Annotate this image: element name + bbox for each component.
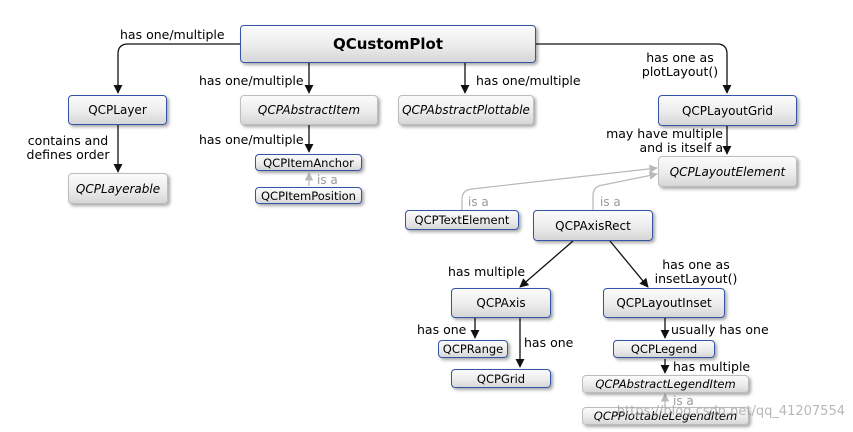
label-has-multiple-legend: has multiple [673, 359, 751, 374]
node-qcplayer: QCPLayer [68, 95, 167, 125]
label-is-a-textelement: is a [468, 195, 489, 209]
node-qcpabstractitem: QCPAbstractItem [240, 95, 378, 125]
label-line: defines order [26, 147, 110, 162]
label-line: plotLayout() [641, 64, 719, 79]
label-has-one-range: has one [417, 322, 467, 337]
label-has-one-multiple-anchor: has one/multiple [199, 132, 304, 147]
edge-axisrect-layoutelement [592, 171, 658, 210]
edge-axisrect-axis [519, 240, 574, 288]
label-line: contains and [27, 133, 109, 148]
watermark: https://blog.csdn.net/qq_41207554 [616, 404, 845, 419]
label-may-have-multiple: may have multiple and is itself a [596, 127, 723, 155]
node-qcplegend: QCPLegend [613, 340, 715, 358]
label-line: and is itself a [639, 140, 723, 155]
edge-customplot-layer [113, 43, 240, 94]
node-qcprange: QCPRange [438, 340, 508, 358]
node-qcplayerable: QCPLayerable [68, 173, 168, 204]
edge-axisrect-layoutinset [609, 240, 649, 288]
node-qcpabstractplottable: QCPAbstractPlottable [398, 95, 534, 125]
label-line: may have multiple [606, 126, 723, 141]
node-qcustomplot: QCustomPlot [240, 25, 536, 63]
node-qcpaxis: QCPAxis [451, 288, 551, 318]
node-qcpabstractlegenditem: QCPAbstractLegendItem [582, 375, 749, 393]
label-has-one-as-plotlayout: has one as plotLayout() [640, 51, 720, 79]
label-is-a-legenditem: is a [673, 394, 694, 408]
label-has-multiple-axis: has multiple [448, 264, 526, 279]
label-is-a-itemposition: is a [317, 173, 338, 187]
node-qcpaxisrect: QCPAxisRect [533, 210, 653, 241]
label-line: insetLayout() [654, 271, 738, 286]
label-has-one-as-insetlayout: has one as insetLayout() [652, 258, 740, 286]
edge-customplot-layoutgrid [535, 43, 732, 94]
node-qcpgrid: QCPGrid [451, 369, 551, 388]
label-has-one-grid: has one [524, 335, 574, 350]
label-contains-defines-order: contains and defines order [24, 134, 112, 162]
node-qcpplottablelegenditem: QCPPlottableLegendItem [582, 407, 749, 425]
node-qcptextelement: QCPTextElement [405, 210, 519, 230]
label-line: has one as [662, 257, 730, 272]
edge-textelement-layoutelement [461, 164, 658, 210]
label-has-one-multiple-layer: has one/multiple [120, 27, 225, 42]
node-qcplayoutinset: QCPLayoutInset [603, 288, 725, 318]
node-qcpitemposition: QCPItemPosition [255, 187, 362, 204]
label-has-one-multiple-item: has one/multiple [199, 73, 304, 88]
label-line: has one as [646, 50, 714, 65]
label-is-a-axisrect: is a [600, 195, 621, 209]
node-qcplayoutelement: QCPLayoutElement [658, 156, 797, 187]
label-usually-has-one: usually has one [671, 322, 769, 337]
node-qcplayoutgrid: QCPLayoutGrid [658, 95, 797, 126]
node-qcpitemanchor: QCPItemAnchor [255, 154, 362, 171]
label-has-one-multiple-plottable: has one/multiple [476, 73, 581, 88]
